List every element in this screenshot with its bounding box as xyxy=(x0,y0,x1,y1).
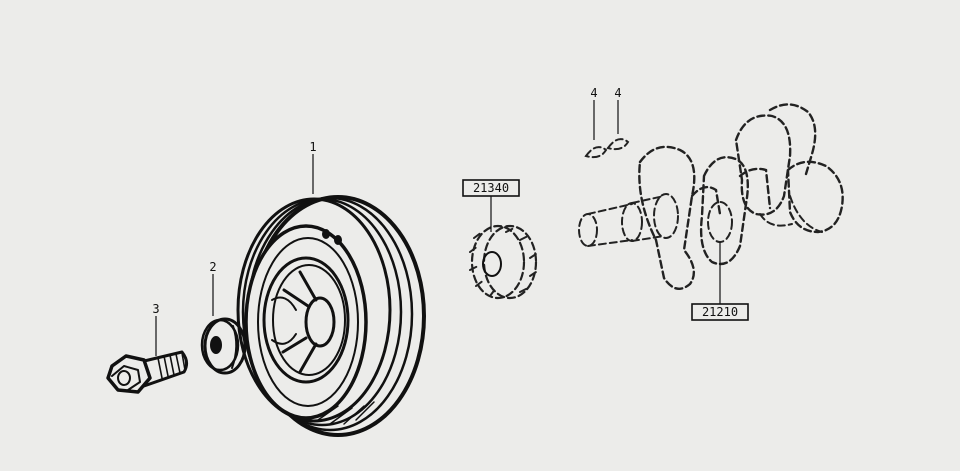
woodruff-key-right xyxy=(606,138,630,151)
callout-3: 3 xyxy=(152,302,159,316)
callout-21340: 21340 xyxy=(473,181,509,195)
crankshaft-timing-gear xyxy=(469,224,538,300)
callout-4b: 4 xyxy=(614,86,621,100)
callout-box-21340: 21340 xyxy=(462,179,520,197)
crankshaft xyxy=(578,103,844,290)
callout-2: 2 xyxy=(209,260,216,274)
crankshaft-pulley xyxy=(236,195,426,437)
pulley-bolt xyxy=(106,350,189,394)
callout-21210: 21210 xyxy=(702,305,738,319)
woodruff-key-left xyxy=(584,146,608,159)
washer xyxy=(200,317,247,375)
callout-4a: 4 xyxy=(590,86,597,100)
callout-box-21210: 21210 xyxy=(691,303,749,321)
callout-1: 1 xyxy=(309,140,316,154)
